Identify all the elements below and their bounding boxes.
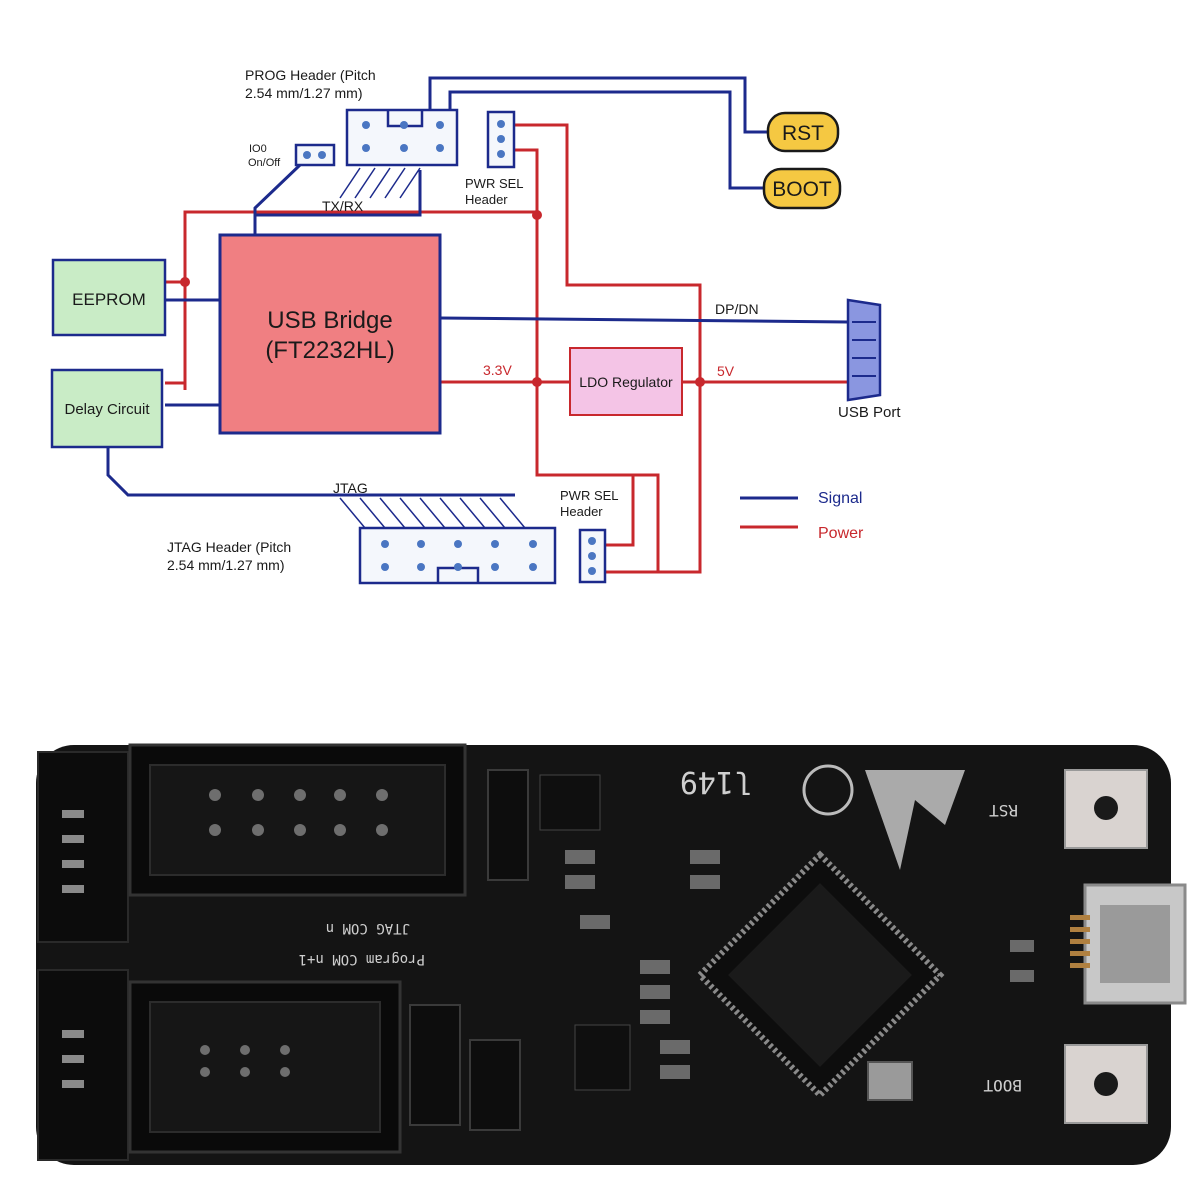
eeprom-block [51,258,167,337]
prog-header-label-line2: 2.54 mm/1.27 mm) [245,85,362,101]
power-wire-pwrsel-top-b [515,148,539,212]
silk-boot: BOOT [983,1076,1022,1095]
jtag-connector-pins [209,789,388,836]
dpdn-label: DP/DN [715,301,759,317]
signal-wire-dpdn [439,316,849,324]
pwr-sel-bottom-label-line1: PWR SEL [560,488,619,503]
txrx-label: TX/RX [322,198,364,214]
side-header-top [37,751,129,943]
silk-chip-id: l149 [680,764,752,799]
power-junctions [180,210,705,387]
v33-label: 3.3V [483,362,512,378]
signal-wire-txrx [255,170,422,217]
jtag-header [358,526,557,585]
usb-port-label: USB Port [838,404,901,421]
silk-program-com: Program COM n+1 [299,951,425,967]
pwr-sel-top-label-line1: PWR SEL [465,176,524,191]
io0-header [294,143,336,167]
smd-components [539,774,1034,1091]
bus-ticks-prog [339,167,421,199]
usb-bridge-block [218,233,442,435]
junction-dot [532,377,542,387]
crystal [867,1061,913,1101]
prog-header [345,108,459,167]
pwr-sel-header-bottom [578,528,607,584]
pwr-sel-top-label-line2: Header [465,192,508,207]
usb-port-icon [846,298,882,402]
usb-bridge-label-line2: (FT2232HL) [265,337,394,364]
usb-bridge-label-line1: USB Bridge [267,307,392,334]
signal-wires [106,76,849,529]
signal-wire-rst [428,76,768,134]
delay-circuit-label: Delay Circuit [64,401,150,418]
silk-jtag-com: JTAG COM n [326,920,410,936]
pcb-photo: JTAG COM n Program COM n+1 l149 RST BOOT [36,743,1187,1165]
jtag-bus-label: JTAG [333,480,368,496]
legend-label-power: Power [818,525,864,542]
ldo-regulator-block [569,347,683,416]
junction-dot [695,377,705,387]
power-wire-pwrsel-top-a [515,123,702,574]
legend: Signal Power [740,490,864,542]
side-header-bottom [37,969,129,1161]
logo-circle-icon [802,764,854,816]
legend-label-signal: Signal [818,490,862,507]
bus-ticks-jtag [339,497,526,529]
side-pins [62,810,84,1088]
eeprom-label: EEPROM [72,290,146,309]
signal-wire-jtag [106,447,515,497]
signal-wire-io0 [253,163,302,235]
delay-circuit-block [50,368,164,449]
power-wire-pwrsel-bot [605,475,635,547]
pwr-sel-header-top [486,110,516,169]
boot-button [762,167,842,210]
junction-dot [532,210,542,220]
jumper-bottom-2 [469,1039,521,1131]
ldo-regulator-label: LDO Regulator [579,374,673,390]
jumper-bottom-1 [409,1004,461,1126]
prog-header-label-line1: PROG Header (Pitch [245,67,376,83]
jtag-header-label-line2: 2.54 mm/1.27 mm) [167,557,284,573]
logo-triangle-icon [865,770,965,870]
rst-button-label: RST [782,122,824,145]
pwr-sel-bottom-label-line2: Header [560,504,603,519]
junction-dot [180,277,190,287]
silk-rst: RST [989,801,1018,820]
rst-button [766,111,840,153]
boot-button-label: BOOT [772,178,832,201]
io0-label-line1: IO0 [249,143,267,155]
v5-label: 5V [717,363,735,379]
io0-label-line2: On/Off [248,157,281,169]
signal-wire-boot [448,90,768,190]
jumper-top [487,769,529,881]
jtag-header-label-line1: JTAG Header (Pitch [167,539,291,555]
program-connector-pins [200,1045,290,1077]
block-diagram: EEPROM Delay Circuit USB Bridge (FT2232H… [50,67,901,585]
